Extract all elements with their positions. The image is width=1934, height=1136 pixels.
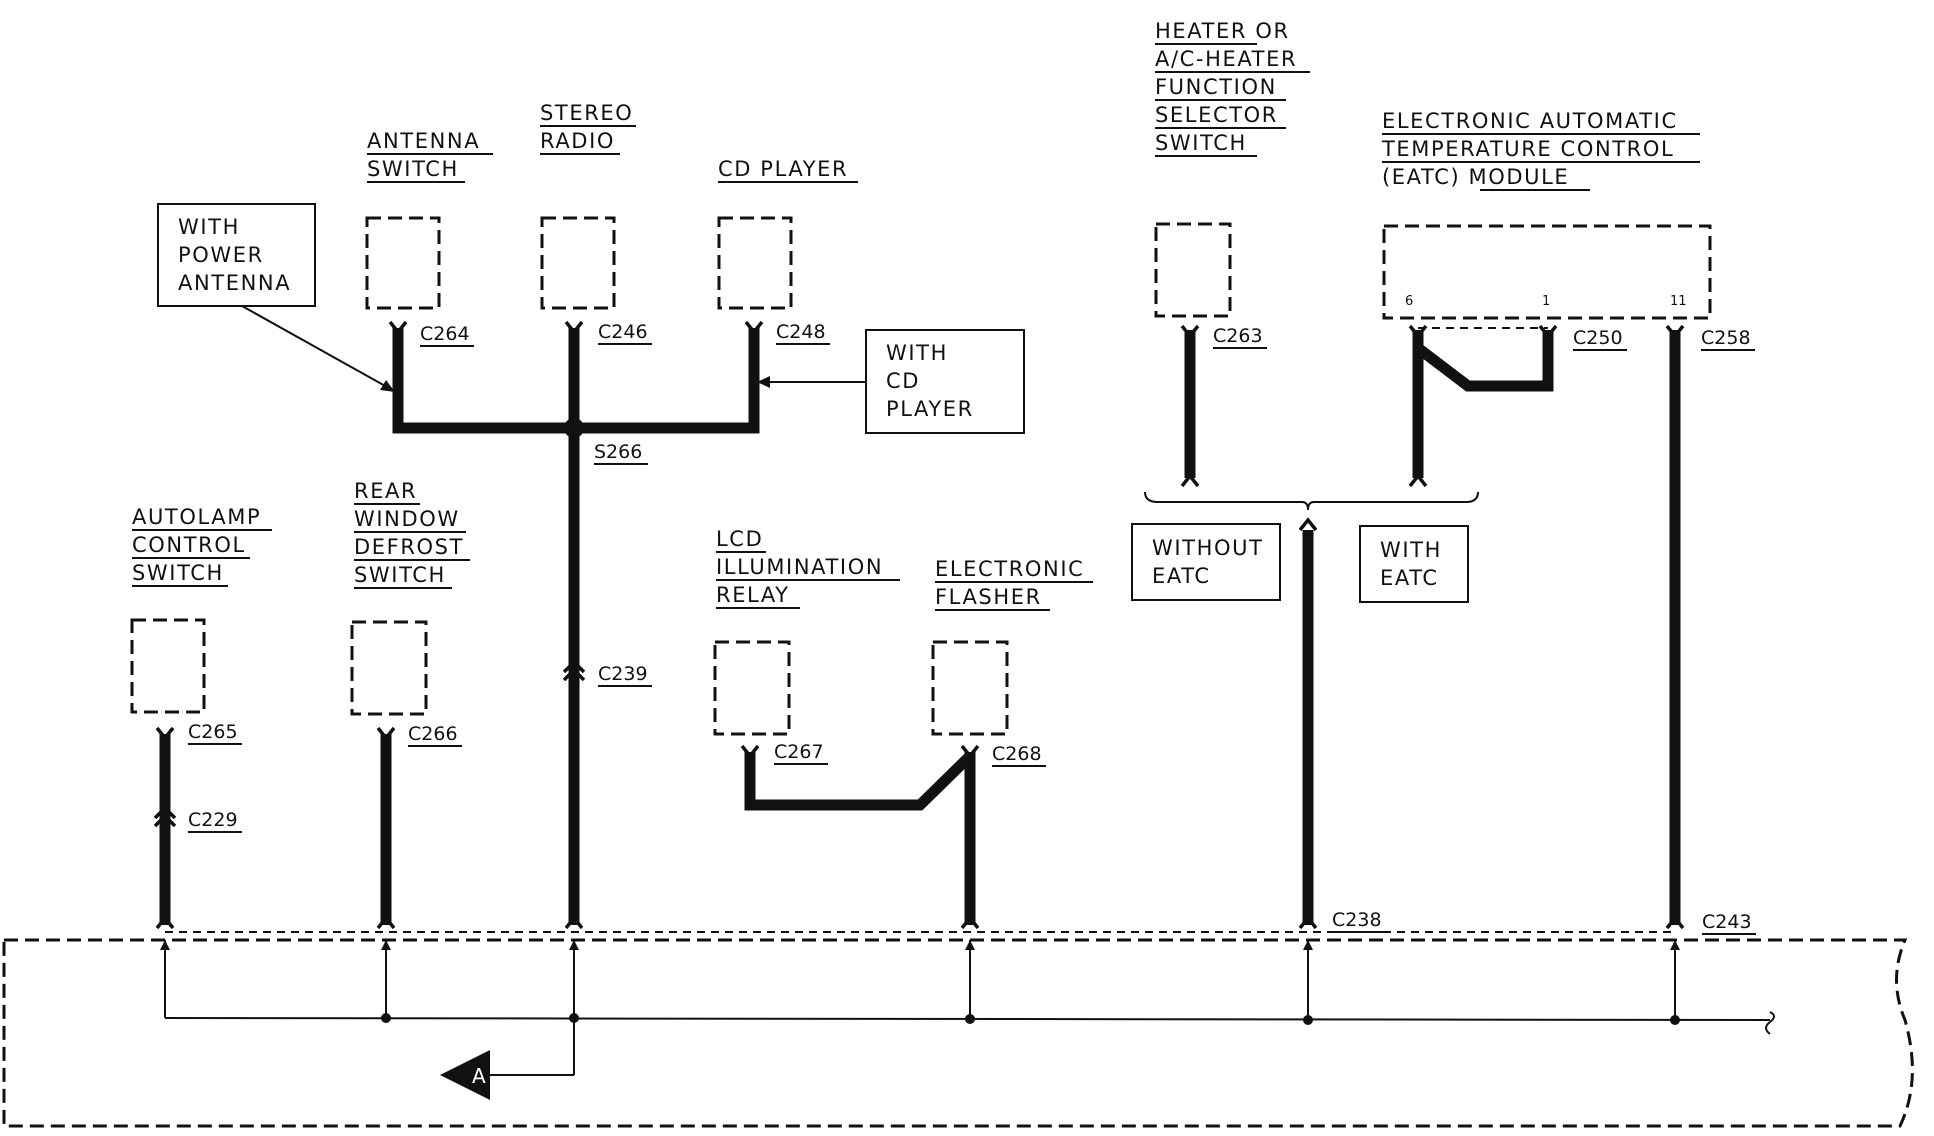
eatc-common-fork <box>1298 517 1318 532</box>
svg-text:C246: C246 <box>598 321 648 343</box>
antenna-switch-label: ANTENNA SWITCH <box>367 129 493 183</box>
svg-text:CONTROL: CONTROL <box>132 533 246 557</box>
svg-text:S266: S266 <box>594 441 642 463</box>
svg-text:EATC: EATC <box>1152 564 1211 588</box>
svg-text:REAR: REAR <box>354 479 417 503</box>
svg-text:STEREO: STEREO <box>540 101 633 125</box>
power-antenna-arrow <box>380 380 395 392</box>
svg-text:ILLUMINATION: ILLUMINATION <box>716 555 883 579</box>
svg-text:POWER: POWER <box>178 243 264 267</box>
lcd-relay-box <box>713 640 791 736</box>
svg-text:(EATC) MODULE: (EATC) MODULE <box>1382 165 1569 189</box>
electronic-flasher-label: ELECTRONIC FLASHER <box>935 557 1093 611</box>
svg-text:SELECTOR: SELECTOR <box>1155 103 1278 127</box>
svg-text:C265: C265 <box>188 721 238 743</box>
top-connector-labels: C264 C246 C248 S266 C263 C250 C258 <box>420 321 1755 465</box>
svg-text:LCD: LCD <box>716 527 763 551</box>
svg-text:WITH: WITH <box>1380 538 1442 562</box>
instrument-cluster-outline <box>2 938 1914 1128</box>
connector-forks <box>388 320 1685 488</box>
cd-player-label: CD PLAYER <box>718 157 858 183</box>
ground-reference-a: A <box>440 1050 490 1100</box>
svg-text:DEFROST: DEFROST <box>354 535 464 559</box>
svg-text:RELAY: RELAY <box>716 583 790 607</box>
antenna-switch-box <box>365 216 441 310</box>
svg-text:WITH: WITH <box>178 215 240 239</box>
svg-text:C264: C264 <box>420 323 470 345</box>
svg-text:WINDOW: WINDOW <box>354 507 460 531</box>
svg-text:WITHOUT: WITHOUT <box>1152 536 1264 560</box>
svg-text:FLASHER: FLASHER <box>935 585 1042 609</box>
svg-text:ANTENNA: ANTENNA <box>367 129 480 153</box>
svg-text:C248: C248 <box>776 321 826 343</box>
autolamp-switch-box <box>130 618 206 714</box>
power-antenna-leader <box>241 305 388 388</box>
svg-text:CD PLAYER: CD PLAYER <box>718 157 848 181</box>
svg-text:EATC: EATC <box>1380 566 1439 590</box>
lcd-relay-label: LCD ILLUMINATION RELAY <box>716 527 900 609</box>
note-with-power-antenna: WITH POWER ANTENNA <box>157 203 316 307</box>
svg-text:RADIO: RADIO <box>540 129 615 153</box>
cd-player-arrow <box>757 376 770 388</box>
note-with-eatc: WITH EATC <box>1359 525 1469 603</box>
internal-bus <box>160 940 1775 1076</box>
svg-text:C239: C239 <box>598 663 648 685</box>
svg-text:PLAYER: PLAYER <box>886 397 974 421</box>
electronic-flasher-box <box>931 640 1009 736</box>
svg-text:SWITCH: SWITCH <box>1155 131 1247 155</box>
eatc-pin-1: 1 <box>1542 294 1550 309</box>
splice-s266 <box>564 418 584 438</box>
heater-selector-label: HEATER OR A/C-HEATER FUNCTION SELECTOR S… <box>1155 19 1310 157</box>
svg-text:C263: C263 <box>1213 325 1263 347</box>
svg-text:ANTENNA: ANTENNA <box>178 271 291 295</box>
svg-text:FUNCTION: FUNCTION <box>1155 75 1277 99</box>
svg-text:C267: C267 <box>774 741 824 763</box>
cd-player-box <box>717 216 793 310</box>
svg-text:C268: C268 <box>992 743 1042 765</box>
svg-text:A: A <box>472 1064 486 1088</box>
svg-text:AUTOLAMP: AUTOLAMP <box>132 505 261 529</box>
svg-text:WITH: WITH <box>886 341 948 365</box>
eatc-option-brace <box>1144 491 1479 511</box>
svg-text:C243: C243 <box>1702 911 1752 933</box>
svg-text:ELECTRONIC: ELECTRONIC <box>935 557 1084 581</box>
stereo-radio-label: STEREO RADIO <box>540 101 636 155</box>
svg-text:C258: C258 <box>1701 327 1751 349</box>
svg-text:TEMPERATURE CONTROL: TEMPERATURE CONTROL <box>1381 137 1674 161</box>
heater-selector-box <box>1154 222 1232 318</box>
svg-text:CD: CD <box>886 369 920 393</box>
autolamp-switch-label: AUTOLAMP CONTROL SWITCH <box>132 505 272 587</box>
eatc-pin-6: 6 <box>1405 294 1413 309</box>
svg-text:C266: C266 <box>408 723 458 745</box>
svg-text:SWITCH: SWITCH <box>132 561 224 585</box>
svg-text:ELECTRONIC AUTOMATIC: ELECTRONIC AUTOMATIC <box>1382 109 1678 133</box>
lower-connector-forks <box>153 659 1685 930</box>
rear-defrost-switch-label: REAR WINDOW DEFROST SWITCH <box>354 479 470 589</box>
stereo-radio-box <box>540 216 616 310</box>
svg-text:C250: C250 <box>1573 327 1623 349</box>
rear-defrost-switch-box <box>350 620 428 716</box>
eatc-module-box <box>1382 224 1712 320</box>
lcd-relay-wire <box>744 752 974 811</box>
svg-text:C238: C238 <box>1332 909 1382 931</box>
eatc-module-label: ELECTRONIC AUTOMATIC TEMPERATURE CONTROL… <box>1381 109 1700 191</box>
note-without-eatc: WITHOUT EATC <box>1131 523 1281 601</box>
lower-connector-labels: C239 C265 C266 C229 C267 C268 C238 C243 <box>188 663 1756 935</box>
svg-text:C229: C229 <box>188 809 238 831</box>
svg-text:SWITCH: SWITCH <box>354 563 446 587</box>
svg-text:HEATER OR: HEATER OR <box>1155 19 1290 43</box>
svg-text:A/C-HEATER: A/C-HEATER <box>1155 47 1297 71</box>
eatc-pin6-pin1-wire <box>1412 330 1554 392</box>
svg-text:SWITCH: SWITCH <box>367 157 459 181</box>
note-with-cd-player: WITH CD PLAYER <box>865 329 1025 434</box>
eatc-pin-11: 11 <box>1670 294 1687 309</box>
